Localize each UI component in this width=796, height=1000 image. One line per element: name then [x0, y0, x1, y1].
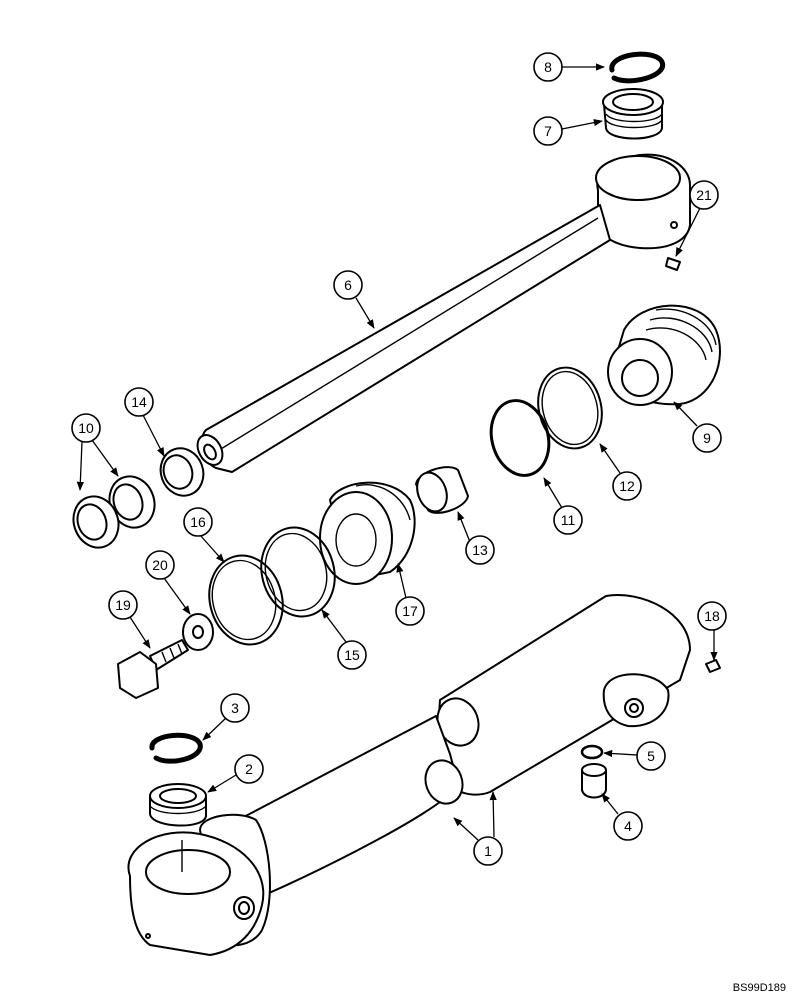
- callout-label: 12: [619, 478, 635, 494]
- callout-11: 11: [543, 477, 583, 535]
- cylinder-tube-part-1: [127, 594, 691, 956]
- bearing-part-7: [602, 88, 664, 140]
- callout-14: 14: [124, 387, 165, 457]
- callout-12: 12: [599, 443, 642, 501]
- callout-label: 4: [624, 818, 632, 834]
- callout-7: 7: [533, 116, 603, 146]
- o-ring-part-5: [580, 744, 604, 760]
- snap-ring-part-3: [149, 732, 203, 764]
- gland-part-9: [607, 304, 721, 406]
- callout-label: 11: [561, 512, 576, 528]
- callout-21: 21: [675, 180, 719, 257]
- backup-ring-part-12: [537, 366, 603, 450]
- callout-label: 20: [152, 557, 168, 573]
- callout-label: 6: [344, 277, 352, 293]
- callout-15: 15: [321, 609, 367, 670]
- bearing-part-2: [149, 783, 207, 827]
- wear-ring-part-13: [415, 466, 469, 514]
- callout-label: 15: [344, 647, 360, 663]
- callout-label: 9: [703, 430, 711, 446]
- bolt-part-19: [117, 639, 189, 699]
- callout-label: 21: [696, 187, 712, 203]
- callout-10a: 10: [71, 413, 101, 491]
- callout-label: 8: [544, 59, 552, 75]
- callout-1a: 1: [453, 817, 503, 866]
- callout-label: 14: [131, 394, 147, 410]
- callout-10b: [91, 439, 119, 477]
- callout-4: 4: [601, 793, 643, 841]
- callout-5: 5: [603, 741, 666, 771]
- grease-fitting-part-18: [705, 659, 721, 673]
- snap-ring-part-8: [609, 51, 665, 84]
- seals-part-10: [72, 475, 156, 549]
- callout-16: 16: [183, 507, 225, 563]
- callout-9: 9: [673, 401, 722, 453]
- callout-label: 7: [544, 123, 552, 139]
- piston-seal-part-15: [260, 526, 336, 618]
- wear-ring-part-16: [208, 554, 284, 646]
- callout-18: 18: [697, 601, 727, 661]
- callout-label: 13: [472, 542, 488, 558]
- callout-19: 19: [108, 590, 151, 649]
- callout-label: 16: [190, 514, 206, 530]
- o-ring-part-11: [489, 399, 551, 477]
- callout-3: 3: [202, 693, 250, 741]
- washer-part-20: [182, 613, 214, 651]
- callout-label: 2: [245, 761, 253, 777]
- callout-8: 8: [533, 52, 605, 82]
- callout-6: 6: [333, 270, 375, 329]
- callout-17: 17: [395, 563, 425, 626]
- callout-label: 19: [115, 597, 131, 613]
- callout-label: 1: [484, 843, 492, 859]
- callout-label: 18: [704, 608, 720, 624]
- piston-part-17: [319, 481, 416, 585]
- callout-13: 13: [457, 511, 495, 565]
- drawing-code: BS99D189: [732, 982, 786, 994]
- callout-label: 5: [647, 748, 655, 764]
- callout-20: 20: [145, 550, 191, 615]
- callout-2: 2: [207, 754, 264, 793]
- wiper-seal-part-14: [159, 447, 205, 497]
- callout-1b: [489, 791, 497, 838]
- piston-rod-part-6: [196, 153, 691, 473]
- callout-label: 17: [402, 603, 418, 619]
- callout-label: 3: [231, 700, 239, 716]
- callout-label: 10: [78, 420, 94, 436]
- plug-part-4: [581, 763, 607, 799]
